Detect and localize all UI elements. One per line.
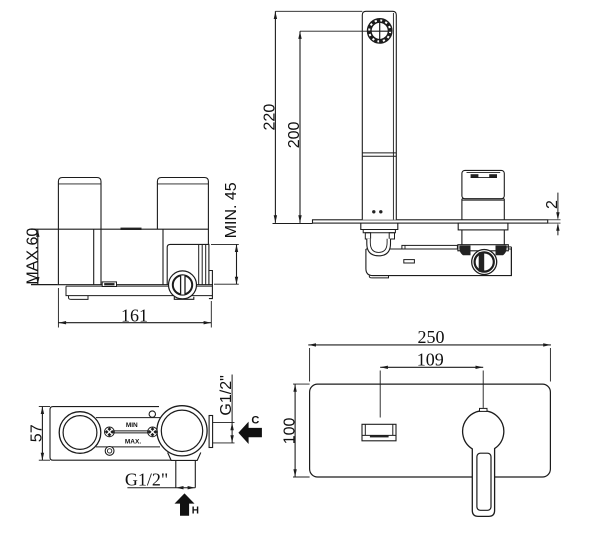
svg-text:250: 250 bbox=[418, 327, 445, 347]
svg-text:C: C bbox=[251, 415, 259, 427]
svg-text:MAX.: MAX. bbox=[125, 439, 141, 446]
svg-text:G1/2": G1/2" bbox=[218, 375, 235, 415]
svg-text:100: 100 bbox=[281, 417, 298, 444]
svg-text:G1/2": G1/2" bbox=[125, 469, 168, 489]
svg-text:109: 109 bbox=[417, 350, 444, 370]
svg-text:MAX.60: MAX.60 bbox=[24, 228, 41, 285]
svg-text:MIN. 45: MIN. 45 bbox=[223, 182, 240, 238]
svg-text:2: 2 bbox=[544, 200, 561, 209]
svg-text:57: 57 bbox=[28, 424, 45, 442]
svg-text:H: H bbox=[192, 506, 199, 517]
svg-text:MIN: MIN bbox=[126, 422, 138, 429]
svg-text:220: 220 bbox=[262, 104, 279, 131]
svg-text:161: 161 bbox=[121, 305, 148, 325]
svg-text:200: 200 bbox=[286, 121, 303, 148]
